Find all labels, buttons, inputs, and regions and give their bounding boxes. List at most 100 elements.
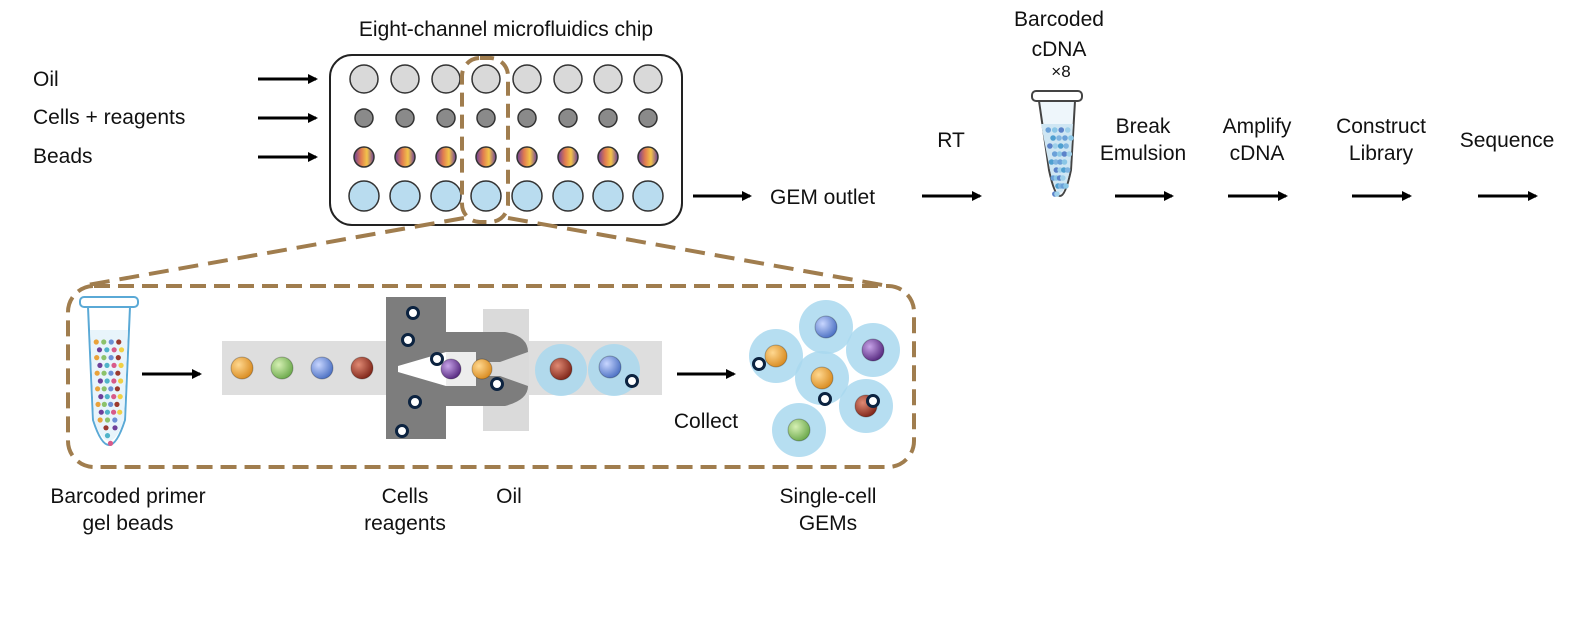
bead-green [270, 356, 294, 380]
highlighted-channel [460, 56, 510, 224]
tube-particle [1051, 127, 1058, 133]
gel-bead-dot [96, 347, 103, 353]
gem-bead [861, 338, 885, 362]
tube-label-line2: cDNA [1032, 38, 1087, 61]
bead-purple [440, 358, 462, 380]
outlet-well [511, 180, 543, 212]
gel-bead-dot [97, 378, 103, 384]
gel-bead-dot [116, 339, 122, 345]
oil-well [390, 64, 420, 94]
gel-bead-dot [98, 409, 104, 415]
gel-bead-dot [94, 355, 100, 361]
gel-bead-dot [118, 347, 125, 353]
construct-label-line2: Library [1349, 142, 1414, 165]
gel-bead-dot [110, 409, 117, 415]
outlet-well [592, 180, 624, 212]
gel-bead-dot [111, 347, 117, 353]
tube-particle [1064, 167, 1071, 173]
gel-bead-dot [111, 394, 117, 400]
gel-bead-dot [94, 370, 100, 376]
cell [490, 377, 504, 391]
tube-particle [1057, 159, 1063, 165]
gel-bead-dot [104, 362, 110, 368]
input-label-oil: Oil [33, 68, 59, 91]
bead-blue [598, 355, 622, 379]
gel-bead-dot [108, 370, 114, 376]
amplify-label-line1: Amplify [1223, 115, 1292, 138]
gel-bead-dot [111, 378, 117, 384]
gel-bead-dot [112, 425, 118, 431]
tube-particle [1056, 151, 1063, 157]
bead-blue [310, 356, 334, 380]
gel-bead-dot [101, 370, 107, 376]
gel-bead-dot [111, 362, 117, 368]
gel-bead-dot [95, 401, 101, 407]
gel-bead-dot [112, 417, 118, 423]
gel-bead-dot [101, 355, 107, 361]
bead-red [549, 357, 573, 381]
outlet-well [552, 180, 584, 212]
oil-well [553, 64, 583, 94]
gel-bead-dot [104, 378, 110, 384]
tube-label-line1: Barcoded [1014, 8, 1104, 31]
gel-bead-dot [101, 386, 107, 392]
break-label-line1: Break [1116, 115, 1171, 138]
tube-particle [1056, 135, 1062, 141]
gel-bead-dot [103, 425, 109, 431]
chip-title: Eight-channel microfluidics chip [359, 18, 653, 41]
cells-label-line1: Cells [382, 485, 429, 508]
cell-well [558, 108, 578, 128]
tube-particle [1068, 135, 1074, 141]
tube-particle [1061, 159, 1068, 165]
gel-bead-dot [97, 417, 103, 423]
channel-beads [230, 306, 640, 438]
cell [625, 374, 639, 388]
gel-bead-dot [104, 409, 111, 415]
tube-particle [1048, 159, 1055, 165]
tube-particle [1053, 159, 1059, 165]
gems-label-line1: Single-cell [780, 485, 877, 508]
gel-bead-dot [104, 394, 110, 400]
gel-bead-dot [114, 401, 120, 407]
gel-bead-dot [118, 362, 124, 368]
break-label-line2: Emulsion [1100, 142, 1186, 165]
tube-particle [1063, 143, 1069, 149]
gem-bead [787, 418, 811, 442]
cell-well [638, 108, 658, 128]
cell [752, 357, 766, 371]
gel-bead-dot [107, 440, 114, 446]
cell-well [598, 108, 618, 128]
tube-particle [1052, 143, 1059, 149]
bead-well [353, 146, 375, 168]
gel-bead-dot [108, 401, 114, 407]
bead-orange [230, 356, 254, 380]
tube-particle [1066, 151, 1073, 157]
oil-well [593, 64, 623, 94]
bead-well [394, 146, 416, 168]
gel-bead-dot [101, 339, 107, 345]
tube-particle [1045, 127, 1052, 133]
collect-label: Collect [674, 410, 738, 433]
gel-bead-dot [98, 394, 104, 400]
gel-bead-dot [93, 339, 99, 345]
tube-particle [1060, 175, 1066, 181]
cell [395, 424, 409, 438]
cell [430, 352, 444, 366]
gel-bead-dot [118, 378, 124, 384]
cell-well [476, 108, 496, 128]
gel-bead-dot [101, 401, 107, 407]
amplify-label-line2: cDNA [1230, 142, 1285, 165]
input-label-beads: Beads [33, 145, 93, 168]
tube-particle [1050, 135, 1056, 141]
cdna-tube-icon [1031, 90, 1083, 197]
gems-label-line2: GEMs [799, 512, 857, 535]
gel-bead-dot [117, 409, 123, 415]
gel-beads-tube-icon [79, 296, 139, 446]
gel-bead-dot [104, 417, 111, 423]
tube-particle [1054, 191, 1060, 197]
bead-red [350, 356, 374, 380]
rt-label: RT [937, 129, 965, 152]
cell [401, 333, 415, 347]
gel-bead-dot [115, 355, 121, 361]
